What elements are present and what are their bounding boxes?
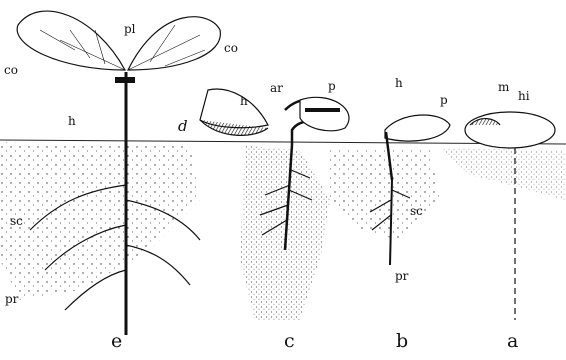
stage-label-a: a [507,330,518,352]
label-hi: hi [518,89,530,103]
label-p-c: p [328,79,336,93]
seed-a [465,112,555,320]
label-pr-e: pr [5,292,19,306]
label-d: d [178,117,188,135]
label-sc-b: sc [410,204,423,218]
label-ar: ar [270,81,283,95]
label-sc-e: sc [10,214,23,228]
label-co-right: co [224,41,238,55]
stage-label-b: b [396,330,408,352]
label-h-b: h [395,76,403,90]
seed-coat-d [200,89,268,135]
label-h-e: h [68,114,76,128]
soil-region-a [440,148,566,200]
label-h-c: h [240,94,248,108]
label-co-left: co [4,63,18,77]
seed-body [465,112,555,148]
label-p-b: p [440,93,448,107]
cotyledon-b [385,115,450,141]
label-pl: pl [124,22,136,36]
cotyledon-c [300,97,349,131]
stage-label-c: c [284,330,295,352]
soil-region-b [330,148,440,240]
stage-label-e: e [111,330,122,352]
soil-region-e [0,142,200,300]
label-pr-b: pr [395,269,409,283]
soil [0,140,566,320]
label-m: m [498,80,510,94]
leaf-left [17,11,125,70]
